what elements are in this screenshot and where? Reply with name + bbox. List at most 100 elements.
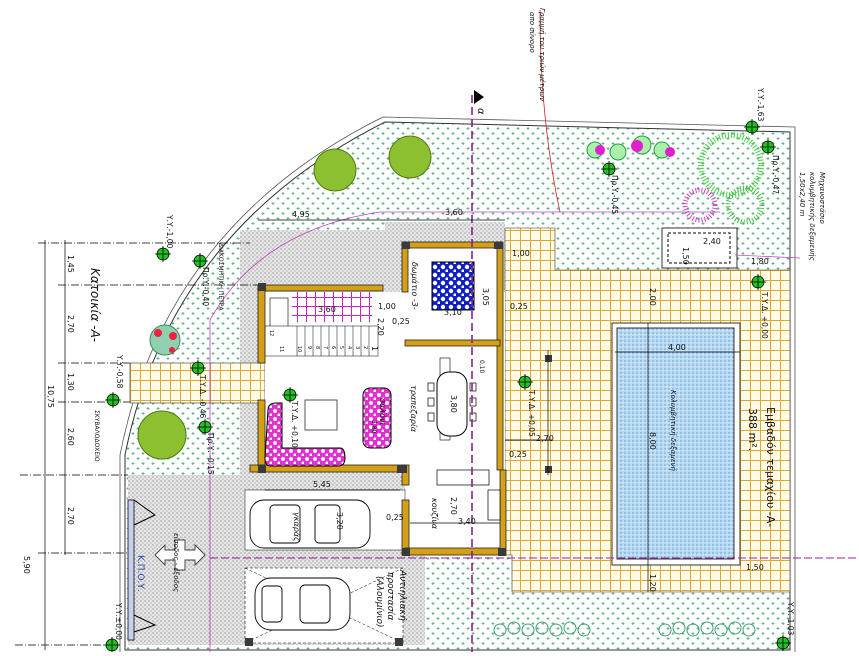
dim-label: 1,50 [746, 563, 764, 572]
bed [431, 261, 475, 311]
note-decorative-stone: ΔΙΑΚΟΣΜΗΤΙΚΗ ΠΕΤΡΑ [217, 243, 224, 311]
dim-label: 4,00 [668, 343, 686, 352]
level-label: Πρ.Υ.-0,47 [771, 155, 780, 194]
dim-label: 1,00 [512, 249, 530, 258]
dim-label: 2,70 [66, 507, 75, 525]
dim-label: 1,20 [648, 574, 657, 592]
room-label-kitchen: κουζίνα [430, 498, 439, 530]
note-kpoy: Κ.Π.Ο.Υ. [135, 555, 145, 592]
stair-number: 10 [296, 346, 302, 352]
sofa [362, 387, 392, 449]
dim-label: 5,90 [22, 556, 31, 574]
stair-number: 4 [346, 346, 352, 349]
shrub-icon [149, 324, 181, 356]
dim-label: 1,00 [378, 302, 396, 311]
dim-label: 0,25 [386, 513, 404, 522]
level-label: Πρ.Υ. -0,15 [206, 433, 215, 475]
gate [127, 499, 135, 641]
room-label-dining: τραπεζαρία [409, 385, 418, 433]
level-label: Τ.Υ.Δ. +0,00 [760, 291, 769, 339]
dim-label: 3,80 [449, 395, 458, 413]
coffee-table [304, 399, 338, 431]
note-sunshade: (Αλουμίνιο) [374, 576, 384, 628]
level-label: Υ.Υ.-1,03 [786, 601, 795, 636]
dim-label: 3,10 [444, 308, 462, 317]
room-label-living: σαλόνι [378, 398, 388, 425]
note-entry-exit: είσοδος - έξοδος [172, 533, 180, 592]
dim-label: 1,80 [751, 257, 769, 266]
dim-label: 1,50 [681, 247, 690, 265]
room-label-garage: γκαράζ [292, 512, 301, 542]
dim-label: 10,75 [46, 385, 55, 408]
dim-label: 4,95 [292, 210, 310, 219]
car-carport [254, 577, 351, 631]
level-label: Τ.Υ.Δ. -0,46 [198, 374, 207, 418]
stair-number: 5 [338, 346, 344, 349]
plot-boundary [119, 116, 796, 652]
staircase [264, 325, 379, 357]
note-garbage-bin: ΣΚΥΒΑΛΟΔΟΧΕΙΟ [93, 410, 100, 462]
dim-label: 0,25 [510, 302, 528, 311]
dim-label: 3,05 [481, 288, 490, 306]
setback-line [209, 211, 720, 652]
stair-number: 3 [354, 346, 360, 349]
dim-label: 2,70 [536, 434, 554, 443]
stair-number: 8 [314, 346, 320, 349]
stair-number: 12 [268, 330, 274, 336]
stair-number: 7 [322, 346, 328, 349]
plot-area-label: Εμβαδόν τεμαχίου -Α- [764, 407, 777, 527]
level-label: Τ.Υ.Δ. +0,05 [527, 389, 536, 437]
dim-label: 2,70 [66, 315, 75, 333]
dim-label: 1,45 [66, 255, 75, 273]
stair-number: 9 [306, 346, 312, 349]
dim-label: 8,00 [648, 432, 657, 450]
note-machine-room: 1,50x2,40 m [798, 172, 806, 217]
tree-icon [137, 410, 187, 460]
dim-label: 2,70 [449, 497, 458, 515]
sofa-l [264, 402, 346, 467]
tree-icon [388, 135, 432, 179]
note-pool: Κολυμβητική δεξαμενή [669, 390, 677, 472]
walls [245, 241, 552, 646]
pool-water [616, 327, 735, 560]
dim-label: 3,20 [335, 512, 344, 530]
stair-number: 2 [362, 346, 368, 349]
dining-table [436, 371, 468, 437]
level-label: Πρ.Υ.-0,45 [610, 175, 619, 214]
note-3m-line: Γραμμή του τριών μέτρων [538, 8, 546, 101]
dim-label: 2,20 [376, 318, 385, 336]
entry-arrow-icon [154, 539, 206, 571]
section-arrow-icon [474, 90, 484, 104]
plot-label: Κατοικία -Α- [88, 268, 102, 342]
note-sunshade: Αντιηλιακή [397, 569, 407, 621]
dim-label: 2,40 [703, 237, 721, 246]
dim-label: 1,30 [66, 373, 75, 391]
note-3m-line: απο σύνορο [528, 12, 536, 53]
dim-label: 2,00 [648, 288, 657, 306]
note-sunshade: προστασία [385, 572, 395, 620]
dim-label: 2,60 [66, 428, 75, 446]
machine-room [661, 227, 738, 269]
dim-label: 0,10 [478, 360, 485, 374]
bathroom [292, 292, 372, 322]
level-label: Πρ.Υ.-0,40 [201, 267, 210, 306]
car-garage [249, 499, 371, 549]
dim-label: 3,60 [318, 305, 336, 314]
note-machine-room: κολυμβητικής δεξαμενής [808, 172, 816, 261]
tree-icon [313, 148, 357, 192]
palm-icon [698, 132, 764, 198]
level-label: Υ.Υ.-1,00 [165, 214, 174, 249]
dimension-lines [15, 219, 740, 650]
level-label: Υ.Υ.±0,00 [114, 602, 123, 640]
dim-label: 3,40 [458, 517, 476, 526]
dim-label: 3,60 [445, 208, 463, 217]
dim-label: 5,45 [313, 480, 331, 489]
dim-label: 0,25 [392, 317, 410, 326]
note-machine-room: Μηχανοστάσιο [818, 172, 826, 224]
level-label: Υ.Υ.-0,58 [115, 354, 124, 389]
plot-area-value: 388 m². [746, 408, 759, 451]
level-label: Τ.Υ.Δ. +0,10 [290, 400, 299, 448]
stair-number: 1 [370, 346, 379, 351]
trees [137, 132, 765, 637]
